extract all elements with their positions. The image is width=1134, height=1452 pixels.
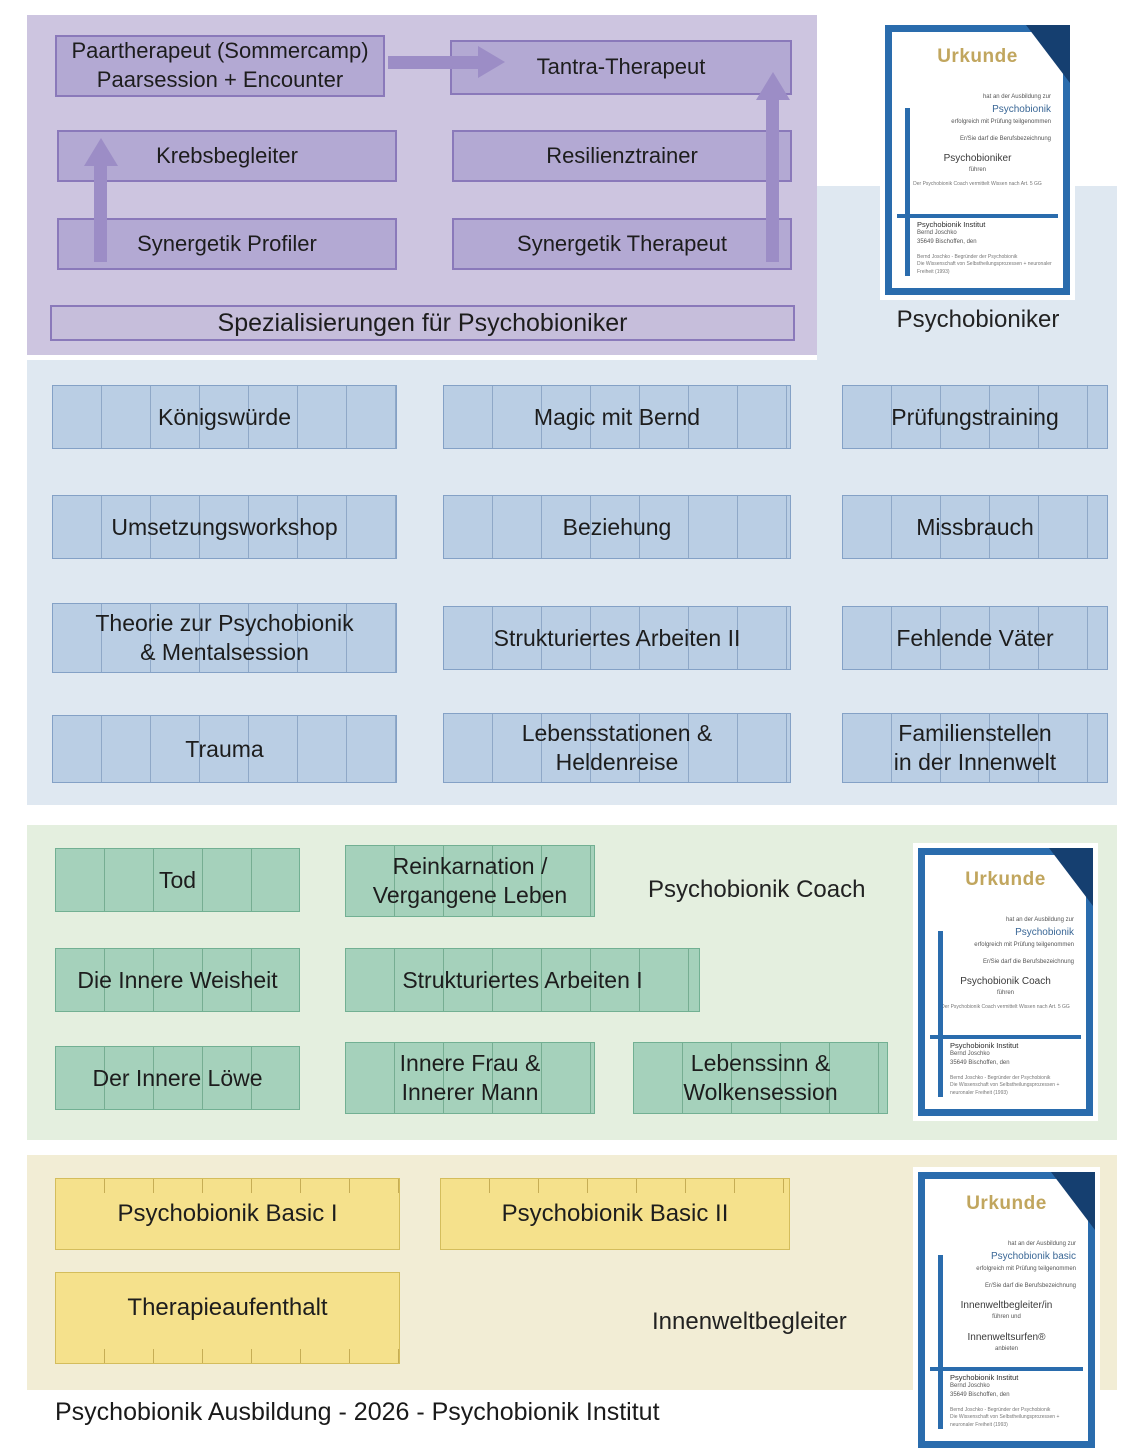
certificate-text-block: hat an der Ausbildung zur Psychobionik e… <box>892 92 1063 144</box>
certificate-horizontal-bar <box>930 1367 1083 1371</box>
level-label-psychobioniker: Psychobioniker <box>896 306 1060 333</box>
course-box-theorie-mentalsession: Theorie zur Psychobionik & Mentalsession <box>52 603 397 673</box>
certificate-line: Er/Sie darf die Berufsbezeichnung <box>959 135 1051 142</box>
certificate-brand: Psychobionik <box>992 103 1051 115</box>
certificate-brand: Psychobionik basic <box>990 1250 1076 1262</box>
certificate-footer: Bernd Joschko - Begründer der Psychobion… <box>950 1407 1081 1430</box>
certificate-title: Urkunde <box>937 46 1018 67</box>
level-label-coach: Psychobionik Coach <box>648 876 866 903</box>
certificate-line: erfolgreich mit Prüfung teilgenommen <box>976 1265 1076 1272</box>
certificate-line: hat an der Ausbildung zur <box>1005 917 1074 923</box>
certificate-line: führen <box>996 990 1014 997</box>
course-box-trauma: Trauma <box>52 715 397 783</box>
certificate-footer: Bernd Joschko - Begründer der Psychobion… <box>917 254 1056 277</box>
course-box-familienstellen: Familienstellen in der Innenwelt <box>842 713 1108 783</box>
certificate-title: Urkunde <box>966 1193 1047 1214</box>
certificate-line: Bernd Joschko <box>917 230 957 237</box>
certificate-institute: Psychobionik Institut <box>917 220 986 230</box>
spec-box-paartherapeut: Paartherapeut (Sommercamp) Paarsession +… <box>55 35 385 97</box>
certificate-role: Innenweltbegleiter/in <box>960 1300 1053 1312</box>
certificate-line: 35649 Bischoffen, den <box>950 1059 1010 1066</box>
certificate-line: 35649 Bischoffen, den <box>917 238 977 245</box>
certificate-line: hat an der Ausbildung zur <box>982 94 1051 100</box>
arrow-paartherapeut-to-tantra-shaft <box>388 56 480 69</box>
certificate-brand: Psychobionik <box>1015 926 1074 938</box>
certificate-line: Der Psychobionik Coach vermittelt Wissen… <box>913 180 1042 187</box>
certificate-line: Bernd Joschko - Begründer der Psychobion… <box>917 253 1018 260</box>
spec-box-tantra-therapeut: Tantra-Therapeut <box>450 40 792 95</box>
course-box-koenigswuerde: Königswürde <box>52 385 397 449</box>
certificate-line: Die Wissenschaft von Selbstheilungsproze… <box>950 1082 1060 1096</box>
certificate-line: Bernd Joschko - Begründer der Psychobion… <box>950 1406 1051 1413</box>
certificate-line: erfolgreich mit Prüfung teilgenommen <box>951 118 1051 125</box>
certificate-line: Er/Sie darf die Berufsbezeichnung <box>984 1282 1076 1289</box>
certificate-line: Bernd Joschko - Begründer der Psychobion… <box>950 1074 1051 1081</box>
certificate-text-block: hat an der Ausbildung zur Psychobionik b… <box>925 1239 1088 1291</box>
certificate-line: Er/Sie darf die Berufsbezeichnung <box>982 958 1074 965</box>
level-label-innenweltbegleiter: Innenweltbegleiter <box>652 1308 847 1335</box>
specializations-banner: Spezialisierungen für Psychobioniker <box>50 305 795 341</box>
course-box-lebenssinn-wolkensession: Lebenssinn & Wolkensession <box>633 1042 888 1114</box>
certificate-institute: Psychobionik Institut <box>950 1373 1019 1383</box>
certificate-line: Bernd Joschko <box>950 1383 990 1390</box>
certificate-line: hat an der Ausbildung zur <box>1007 1241 1076 1247</box>
certificate-line: Die Wissenschaft von Selbstheilungsproze… <box>917 261 1052 275</box>
certificate-role: Psychobioniker <box>943 153 1012 165</box>
course-box-missbrauch: Missbrauch <box>842 495 1108 559</box>
course-box-innerer-loewe: Der Innere Löwe <box>55 1046 300 1110</box>
course-box-reinkarnation: Reinkarnation / Vergangene Leben <box>345 845 595 917</box>
course-box-lebensstationen-heldenreise: Lebensstationen & Heldenreise <box>443 713 791 783</box>
certificate-line: 35649 Bischoffen, den <box>950 1391 1010 1398</box>
course-box-strukturiertes-arbeiten-2: Strukturiertes Arbeiten II <box>443 606 791 670</box>
certificate-vertical-bar <box>905 108 910 276</box>
arrow-therapeut-to-tantra-shaft <box>766 98 779 262</box>
certificate-line: führen und <box>992 1314 1021 1321</box>
certificate-institute-block: Psychobionik Institut Bernd Joschko 3564… <box>950 1041 1018 1067</box>
course-box-innere-weisheit: Die Innere Weisheit <box>55 948 300 1012</box>
certificate-vertical-bar <box>938 1255 943 1429</box>
certificate-institute: Psychobionik Institut <box>950 1041 1019 1051</box>
course-box-basic-2: Psychobionik Basic II <box>440 1178 790 1250</box>
arrow-up-icon <box>756 72 790 100</box>
certificate-vertical-bar <box>938 931 943 1097</box>
course-box-fehlende-vaeter: Fehlende Väter <box>842 606 1108 670</box>
certificate-line: anbieten <box>994 1345 1019 1352</box>
certificate-line: führen <box>968 167 986 174</box>
certificate-institute-block: Psychobionik Institut Bernd Joschko 3564… <box>917 220 985 246</box>
certificate-title: Urkunde <box>965 869 1046 890</box>
course-box-magic-mit-bernd: Magic mit Bernd <box>443 385 791 449</box>
certificate-line: erfolgreich mit Prüfung teilgenommen <box>974 941 1074 948</box>
course-box-innere-frau-mann: Innere Frau & Innerer Mann <box>345 1042 595 1114</box>
arrow-up-icon <box>84 138 118 166</box>
course-box-tod: Tod <box>55 848 300 912</box>
certificate-role: Innenweltsurfen® <box>967 1331 1046 1343</box>
arrow-right-icon <box>478 46 505 78</box>
course-box-pruefungstraining: Prüfungstraining <box>842 385 1108 449</box>
spec-box-synergetik-profiler: Synergetik Profiler <box>57 218 397 270</box>
certificate-text-block: hat an der Ausbildung zur Psychobionik e… <box>925 915 1086 967</box>
certificate-line: Die Wissenschaft von Selbstheilungsproze… <box>950 1414 1060 1428</box>
certificate-coach: Urkunde hat an der Ausbildung zur Psycho… <box>918 848 1093 1116</box>
spec-box-synergetik-therapeut: Synergetik Therapeut <box>452 218 792 270</box>
certificate-horizontal-bar <box>897 214 1058 218</box>
course-box-umsetzungsworkshop: Umsetzungsworkshop <box>52 495 397 559</box>
certificate-line: Bernd Joschko <box>950 1051 990 1058</box>
certificate-psychobioniker: Urkunde hat an der Ausbildung zur Psycho… <box>885 25 1070 295</box>
certificate-footer: Bernd Joschko - Begründer der Psychobion… <box>950 1075 1079 1098</box>
certificate-line: Der Psychobionik Coach vermittelt Wissen… <box>941 1003 1070 1010</box>
arrow-profiler-to-krebsbegleiter-shaft <box>94 164 107 262</box>
spec-box-resilienztrainer: Resilienztrainer <box>452 130 792 182</box>
course-box-strukturiertes-arbeiten-1: Strukturiertes Arbeiten I <box>345 948 700 1012</box>
certificate-basic: Urkunde hat an der Ausbildung zur Psycho… <box>918 1172 1095 1448</box>
course-box-beziehung: Beziehung <box>443 495 791 559</box>
certificate-institute-block: Psychobionik Institut Bernd Joschko 3564… <box>950 1373 1018 1399</box>
certificate-role: Psychobionik Coach <box>960 976 1051 988</box>
diagram-caption: Psychobionik Ausbildung - 2026 - Psychob… <box>55 1398 660 1426</box>
course-box-therapieaufenthalt: Therapieaufenthalt <box>55 1272 400 1364</box>
course-box-basic-1: Psychobionik Basic I <box>55 1178 400 1250</box>
certificate-horizontal-bar <box>930 1035 1081 1039</box>
